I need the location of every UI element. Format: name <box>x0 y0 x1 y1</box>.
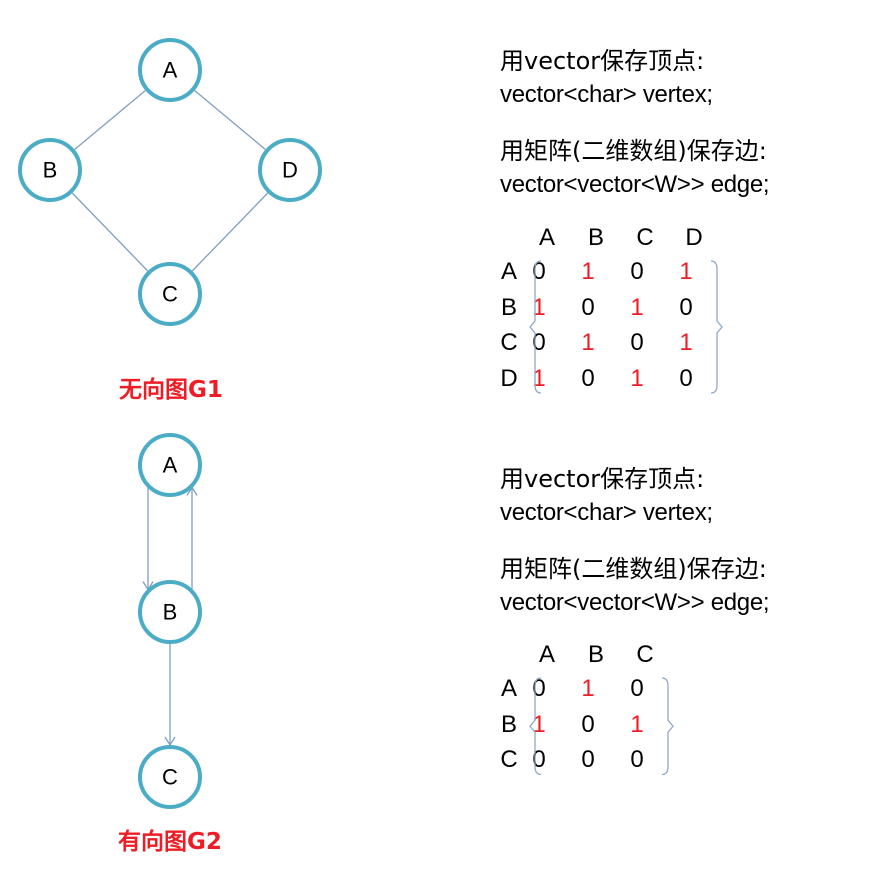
matrix1-row-header: D <box>500 364 518 392</box>
node-C: C <box>138 262 202 326</box>
node-C: C <box>138 745 202 809</box>
matrix2-cell: 0 <box>630 746 644 773</box>
edge-B-C <box>71 192 149 272</box>
matrix1-col-header: B <box>587 224 604 251</box>
node-B: B <box>138 580 202 644</box>
graph2-description: 用vector保存顶点: vector<char> vertex; 用矩阵(二维… <box>500 462 770 620</box>
edge-A-B <box>142 487 154 591</box>
matrix1-cell: 0 <box>630 329 644 356</box>
graph2-edge-code: vector<vector<W>> edge; <box>500 589 770 616</box>
graph1-edge-code: vector<vector<W>> edge; <box>500 171 770 198</box>
matrix2-row-header: A <box>500 675 517 702</box>
graph1-description: 用vector保存顶点: vector<char> vertex; 用矩阵(二维… <box>500 44 770 202</box>
matrix1-brackets <box>529 260 723 394</box>
node-A: A <box>138 38 202 102</box>
edge-B-C <box>164 644 176 747</box>
right-brace <box>710 260 723 394</box>
matrix1-cell: 0 <box>630 258 644 285</box>
node-label: B <box>163 600 178 625</box>
node-D: D <box>258 138 322 202</box>
matrix1-col-header: C <box>636 224 654 251</box>
right-brace <box>661 677 674 776</box>
node-label: D <box>282 158 298 183</box>
matrix1-cell: 1 <box>581 258 595 285</box>
graph2-vertex-comment: 用vector保存顶点: <box>500 465 705 493</box>
matrix1-col-header: A <box>538 224 555 251</box>
matrix1-cell: 1 <box>532 293 546 321</box>
matrix1-cell: 1 <box>630 364 644 392</box>
matrix1-cell: 0 <box>679 364 693 392</box>
node-A: A <box>138 433 202 497</box>
matrix2-row-header: C <box>500 746 518 773</box>
matrix1-cell: 0 <box>581 364 595 392</box>
graph2-edge-comment: 用矩阵(二维数组)保存边: <box>500 555 767 583</box>
matrix2-cell: 0 <box>630 675 644 702</box>
matrix2-col-header: C <box>636 641 654 668</box>
matrix1-cell: 1 <box>679 258 693 285</box>
graph1-vertex-code: vector<char> vertex; <box>500 81 713 108</box>
matrix1-cell: 1 <box>679 329 693 356</box>
graph1-edge-comment: 用矩阵(二维数组)保存边: <box>500 137 767 165</box>
left-brace <box>529 260 542 394</box>
matrix1-row-header: C <box>500 329 518 356</box>
edge-A-D <box>194 89 266 151</box>
node-label: C <box>162 282 178 307</box>
node-label: A <box>163 58 178 83</box>
graph2-caption: 有向图G2 <box>118 829 222 855</box>
undirected-graph-g1: A B C D <box>18 38 322 326</box>
matrix1-cell: 0 <box>679 293 693 321</box>
matrix2-row-header: B <box>500 710 517 738</box>
node-label: A <box>163 453 178 478</box>
matrix2-cell: 1 <box>532 710 546 738</box>
graph2-vertex-code: vector<char> vertex; <box>500 499 713 526</box>
matrix2-cell: 0 <box>532 746 546 773</box>
matrix1-cell: 0 <box>532 329 546 356</box>
matrix1-row-header: B <box>500 293 517 321</box>
matrix2-cell: 0 <box>581 746 595 773</box>
matrix1-cell: 1 <box>581 329 595 356</box>
directed-graph-g2: A B C <box>138 433 202 809</box>
matrix2-col-header: A <box>538 641 555 668</box>
node-label: B <box>43 158 58 183</box>
edge-B-A <box>186 486 198 590</box>
matrix2-brackets <box>529 677 674 776</box>
node-B: B <box>18 138 82 202</box>
matrix1-row-header: A <box>500 258 517 285</box>
matrix1-col-header: D <box>685 224 703 251</box>
matrix1-cell: 0 <box>581 293 595 321</box>
matrix2-cell: 1 <box>581 675 595 702</box>
left-brace <box>529 677 542 776</box>
node-label: C <box>162 765 178 790</box>
matrix1-cell: 1 <box>532 364 546 392</box>
matrix2-col-header: B <box>587 641 604 668</box>
matrix2-cell: 0 <box>581 710 595 738</box>
edge-A-B <box>74 89 146 151</box>
graph1-vertex-comment: 用vector保存顶点: <box>500 47 705 75</box>
matrix2-cell: 1 <box>630 710 644 738</box>
graph1-caption: 无向图G1 <box>119 377 223 403</box>
matrix1-cell: 1 <box>630 293 644 321</box>
edge-D-C <box>191 192 269 272</box>
